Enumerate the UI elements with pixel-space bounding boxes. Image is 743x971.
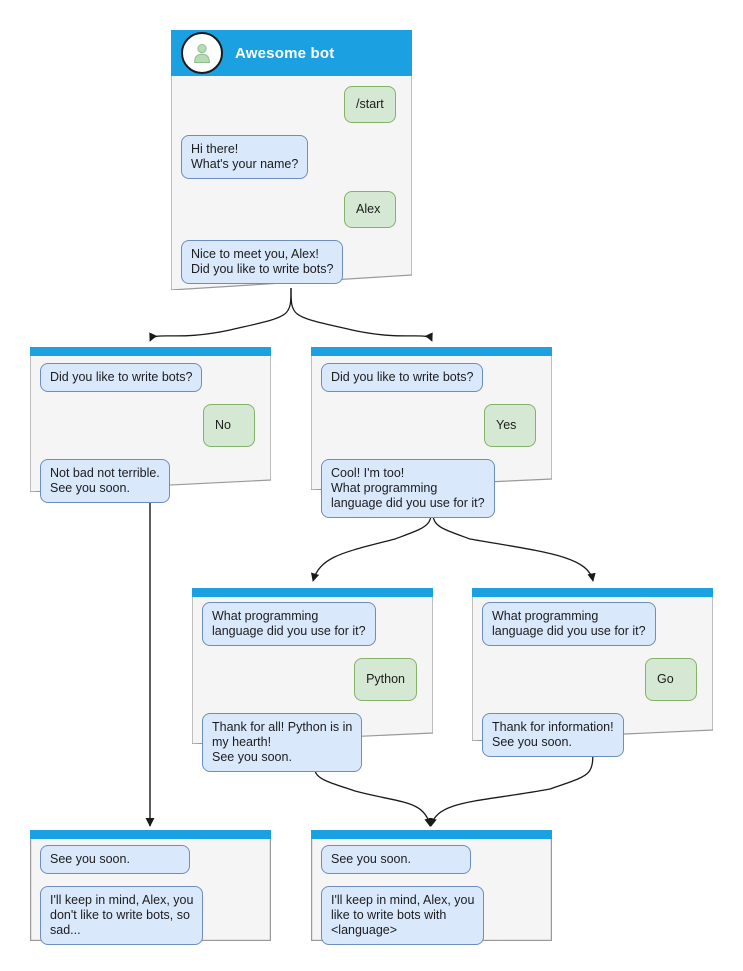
message-row: No (40, 404, 261, 447)
node-yes-branch-header (311, 347, 552, 356)
bot-message-bubble[interactable]: Hi there! What's your name? (181, 135, 309, 179)
message-row: Yes (321, 404, 542, 447)
message-row: Thank for information! See you soon. (482, 713, 703, 757)
message-row: What programming language did you use fo… (202, 602, 423, 646)
node-no-branch-header (30, 347, 271, 356)
node-yes-branch[interactable]: Did you like to write bots? Yes Cool! I'… (311, 347, 552, 518)
node-python-branch[interactable]: What programming language did you use fo… (192, 588, 433, 772)
bot-message-bubble[interactable]: Did you like to write bots? (40, 363, 203, 392)
node-python-branch-header (192, 588, 433, 597)
user-message-bubble[interactable]: No (203, 404, 255, 447)
bot-message-bubble[interactable]: Nice to meet you, Alex! Did you like to … (181, 240, 344, 284)
node-end-no-header (30, 830, 271, 839)
message-row: /start (181, 86, 402, 123)
node-end-yes-messages: See you soon. I'll keep in mind, Alex, y… (311, 839, 552, 945)
node-root[interactable]: Awesome bot /start Hi there! What's your… (171, 30, 412, 290)
message-row: I'll keep in mind, Alex, you don't like … (40, 886, 261, 945)
message-row: Cool! I'm too! What programming language… (321, 459, 542, 518)
message-row: See you soon. (321, 845, 542, 874)
bot-message-bubble[interactable]: Thank for information! See you soon. (482, 713, 624, 757)
bot-message-bubble[interactable]: Thank for all! Python is in my hearth! S… (202, 713, 363, 772)
node-root-messages: /start Hi there! What's your name? Alex … (171, 76, 412, 284)
message-row: Python (202, 658, 423, 701)
message-row: Alex (181, 191, 402, 228)
message-row: Nice to meet you, Alex! Did you like to … (181, 240, 402, 284)
message-row: See you soon. (40, 845, 261, 874)
node-python-branch-messages: What programming language did you use fo… (192, 597, 433, 772)
bot-message-bubble[interactable]: Cool! I'm too! What programming language… (321, 459, 495, 518)
user-message-bubble[interactable]: /start (344, 86, 396, 123)
message-row: Not bad not terrible. See you soon. (40, 459, 261, 503)
user-message-bubble[interactable]: Python (354, 658, 417, 701)
message-row: I'll keep in mind, Alex, you like to wri… (321, 886, 542, 945)
message-row: Did you like to write bots? (40, 363, 261, 392)
bot-message-bubble[interactable]: I'll keep in mind, Alex, you like to wri… (321, 886, 485, 945)
node-root-header: Awesome bot (171, 30, 412, 76)
node-yes-branch-messages: Did you like to write bots? Yes Cool! I'… (311, 356, 552, 518)
message-row: Did you like to write bots? (321, 363, 542, 392)
node-go-branch-header (472, 588, 713, 597)
user-message-bubble[interactable]: Go (645, 658, 697, 701)
bot-message-bubble[interactable]: See you soon. (321, 845, 471, 874)
node-go-branch[interactable]: What programming language did you use fo… (472, 588, 713, 757)
person-avatar-icon (181, 32, 223, 74)
node-root-title: Awesome bot (235, 44, 335, 62)
user-message-bubble[interactable]: Alex (344, 191, 396, 228)
bot-message-bubble[interactable]: Not bad not terrible. See you soon. (40, 459, 170, 503)
node-no-branch[interactable]: Did you like to write bots? No Not bad n… (30, 347, 271, 503)
node-no-branch-messages: Did you like to write bots? No Not bad n… (30, 356, 271, 503)
node-end-no-messages: See you soon. I'll keep in mind, Alex, y… (30, 839, 271, 945)
node-go-branch-messages: What programming language did you use fo… (472, 597, 713, 757)
bot-message-bubble[interactable]: I'll keep in mind, Alex, you don't like … (40, 886, 204, 945)
node-end-yes[interactable]: See you soon. I'll keep in mind, Alex, y… (311, 830, 552, 945)
message-row: Thank for all! Python is in my hearth! S… (202, 713, 423, 772)
message-row: Go (482, 658, 703, 701)
message-row: What programming language did you use fo… (482, 602, 703, 646)
user-message-bubble[interactable]: Yes (484, 404, 536, 447)
node-end-yes-header (311, 830, 552, 839)
bot-message-bubble[interactable]: What programming language did you use fo… (482, 602, 656, 646)
bot-message-bubble[interactable]: What programming language did you use fo… (202, 602, 376, 646)
node-end-no[interactable]: See you soon. I'll keep in mind, Alex, y… (30, 830, 271, 945)
bot-message-bubble[interactable]: See you soon. (40, 845, 190, 874)
message-row: Hi there! What's your name? (181, 135, 402, 179)
bot-message-bubble[interactable]: Did you like to write bots? (321, 363, 484, 392)
